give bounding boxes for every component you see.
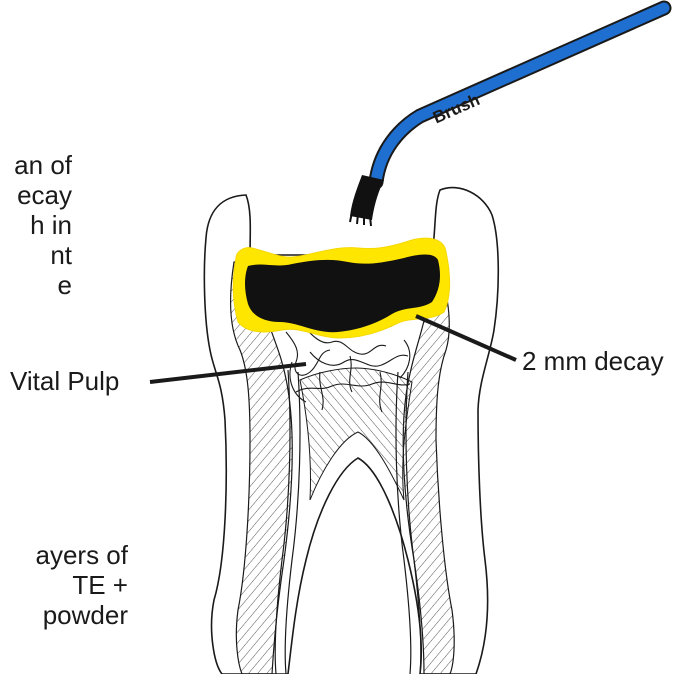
left-caption-top-line: h in [14, 210, 72, 240]
left-caption-top-line: nt [14, 240, 72, 270]
left-caption-top-line: ecay [14, 180, 72, 210]
left-caption-bottom-line: powder [36, 600, 129, 630]
left-caption-top-line: an of [14, 150, 72, 180]
left-caption-top-line: e [14, 270, 72, 300]
brush-bristles [350, 175, 384, 226]
vital-pulp-label: Vital Pulp [10, 366, 119, 396]
left-caption-top: an of ecay h in nt e [0, 150, 128, 300]
decay-label: 2 mm decay [522, 346, 664, 376]
left-caption-bottom: ayers of TE + powder [0, 540, 128, 640]
left-caption-bottom-line: TE + [36, 570, 129, 600]
brush-handle [376, 8, 664, 182]
left-caption-bottom-line: ayers of [36, 540, 129, 570]
